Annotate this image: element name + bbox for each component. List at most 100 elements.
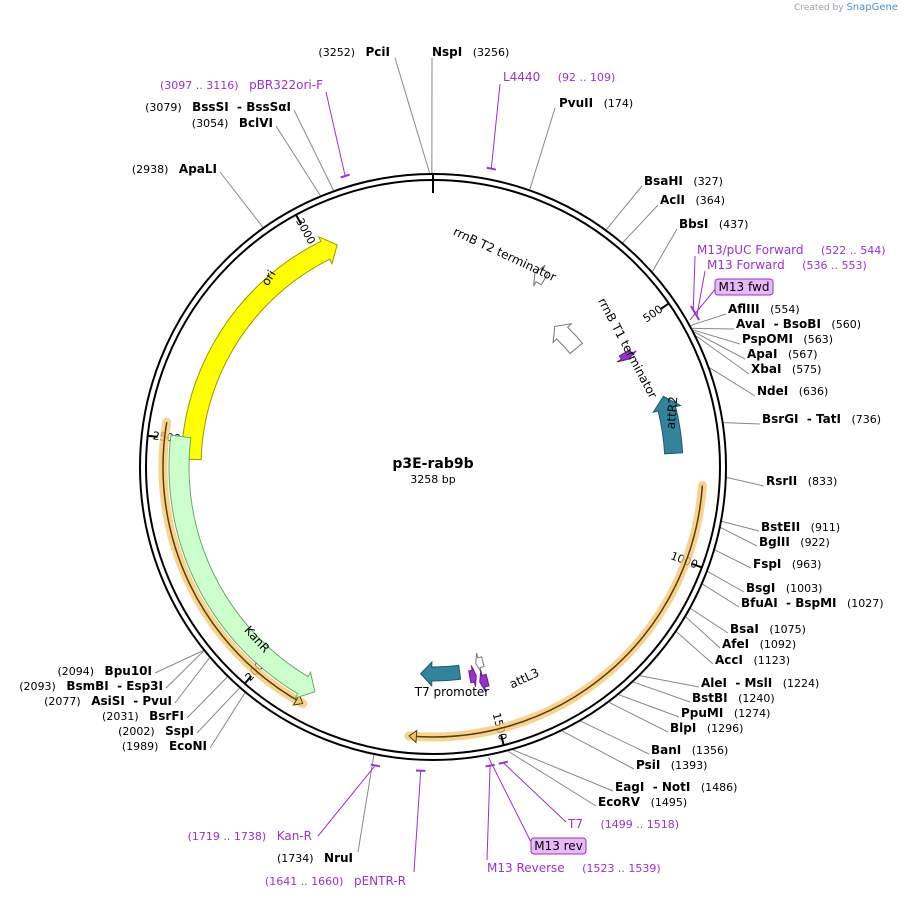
leader-line-bsgi (707, 571, 745, 593)
leader-line-avai (692, 327, 735, 330)
site-label-ndei: NdeI (636) (757, 384, 828, 398)
site-label-afliii: AflIII (554) (728, 302, 800, 316)
feature-primer-mark-1 (616, 349, 637, 363)
orf-line-1 (409, 485, 704, 738)
tick-mark-3000 (295, 214, 302, 225)
leader-line-pspomi (692, 329, 741, 345)
tick-label-500: 500 (641, 302, 666, 325)
leader-line-bani (580, 720, 650, 755)
primer-bar-t7 (498, 760, 509, 765)
primer-leader-kan-r (317, 765, 376, 837)
site-label-bani: BanI (1356) (651, 743, 728, 757)
tick-mark-2000 (243, 675, 253, 685)
primer-bar-pbr322ori-f (340, 173, 350, 179)
feature-label-attr2: attR2 (664, 396, 681, 430)
credit-prefix: Created by (794, 3, 844, 13)
leader-line-alei (639, 675, 700, 688)
site-label-bsssi: (3079) BssSI - BssSαI (145, 100, 291, 114)
leader-line-rsrii (726, 476, 765, 487)
leader-line-ecorv (507, 750, 597, 807)
leader-line-fspi (714, 549, 752, 569)
site-label-pspomi: PspOMI (563) (742, 332, 833, 346)
leader-line-pvuii (529, 107, 556, 190)
leader-line-bglii (720, 527, 758, 547)
feature-rrnb-t2-terminator (533, 264, 550, 287)
feature-primer-mark-2 (468, 665, 477, 688)
site-label-bpu10i: (2094) Bpu10I (57, 664, 152, 678)
primer-leader-m13-puc-forward (692, 255, 696, 310)
feature-label-rrnb-t2-terminator: rrnB T2 terminator (451, 224, 558, 284)
leader-line-bstbi (633, 681, 691, 703)
snapgene-logo: SnapGene (846, 2, 898, 13)
feature-attr2 (652, 395, 684, 455)
primer-leader-m13-reverse (486, 765, 491, 861)
box-leader-m13-rev (488, 757, 534, 847)
leader-line-bsmbi (165, 650, 204, 689)
leader-line-xbai (695, 335, 750, 375)
leader-line-psii (562, 730, 635, 770)
feature-attl3 (419, 660, 462, 688)
site-label-bsteii: BstEII (911) (761, 520, 840, 534)
primer-box-label-m13-rev: M13 rev (534, 839, 583, 853)
leader-line-acci (676, 631, 714, 665)
leader-line-blpi (608, 701, 669, 733)
site-label-avai: AvaI - BsoBI (560) (736, 317, 861, 331)
leader-line-bsteii (721, 520, 760, 532)
site-label-bsrgi: BsrGI - TatI (736) (762, 412, 881, 426)
leader-line-afliii (690, 313, 727, 326)
site-label-bsahi: BsaHI (327) (644, 174, 723, 188)
site-label-ecorv: EcoRV (1495) (598, 795, 687, 809)
site-label-bsmbi: (2093) BsmBI - Esp3I (19, 679, 163, 693)
tick-mark-1000 (692, 563, 703, 569)
site-label-xbai: XbaI (575) (751, 362, 821, 376)
primer-bar-kan-r (370, 763, 381, 768)
site-label-blpi: BlpI (1296) (670, 721, 743, 735)
tick-mark-1500 (500, 735, 505, 746)
leader-line-bbsi (652, 228, 678, 272)
feature-primer-mark-3 (479, 670, 490, 693)
site-label-nrui: (1734) NruI (277, 851, 353, 865)
site-label-psii: PsiI (1393) (636, 758, 707, 772)
site-label-nspi: NspI (3256) (432, 45, 509, 59)
site-label-apai: ApaI (567) (747, 347, 818, 361)
primer-label-pbr322ori-f: (3097 .. 3116) pBR322ori-F (160, 78, 323, 92)
primer-label-m13-reverse: M13 Reverse (1523 .. 1539) (487, 861, 661, 875)
feature-label-t7-promoter: T7 promoter (414, 685, 490, 699)
site-label-acli: AclI (364) (660, 193, 725, 207)
primer-label-m13-forward: M13 Forward (536 .. 553) (707, 258, 867, 272)
primer-label-m13-puc-forward: M13/pUC Forward (522 .. 544) (697, 243, 886, 257)
site-label-alei: AleI - MslI (1224) (701, 676, 819, 690)
site-label-fspi: FspI (963) (753, 557, 821, 571)
site-label-ppumi: PpuMI (1274) (681, 706, 770, 720)
primer-label-kan-r: (1719 .. 1738) Kan-R (188, 829, 312, 843)
features-layer (158, 235, 707, 744)
tick-label-3000: 3000 (293, 216, 318, 247)
plasmid-name: p3E-rab9b (392, 456, 473, 472)
site-label-bstbi: BstBI (1240) (692, 691, 775, 705)
primer-label-l4440: L4440 (92 .. 109) (503, 70, 615, 84)
leader-line-asisi (174, 657, 210, 704)
leader-line-bsrfi (186, 676, 228, 719)
leader-line-apai (693, 331, 746, 360)
leader-line-bpu10i (154, 650, 204, 674)
primer-bar-m13-reverse (485, 763, 495, 768)
site-label-bclvi: (3054) BclVI (192, 116, 273, 130)
leader-line-pcii (394, 57, 431, 174)
box-leader-m13-fwd (689, 286, 718, 321)
leader-line-bsrgi (723, 422, 761, 425)
leader-line-sspi (196, 687, 240, 734)
primer-box-label-m13-fwd: M13 fwd (719, 280, 770, 294)
feature-rrnb-t1-terminator (552, 323, 584, 355)
site-label-bbsi: BbsI (437) (679, 217, 748, 231)
site-label-sspi: (2002) SspI (118, 724, 194, 738)
site-label-bfuai: BfuAI - BspMI (1027) (741, 596, 884, 610)
leader-line-bfuai (702, 583, 740, 608)
leader-lines (154, 57, 765, 873)
snapgene-credit: Created by SnapGene (794, 2, 898, 13)
leader-line-apali (219, 171, 264, 228)
tick-mark-2500 (147, 434, 158, 438)
primer-leader-t7 (502, 762, 567, 823)
primer-box-m13-rev (530, 837, 587, 855)
